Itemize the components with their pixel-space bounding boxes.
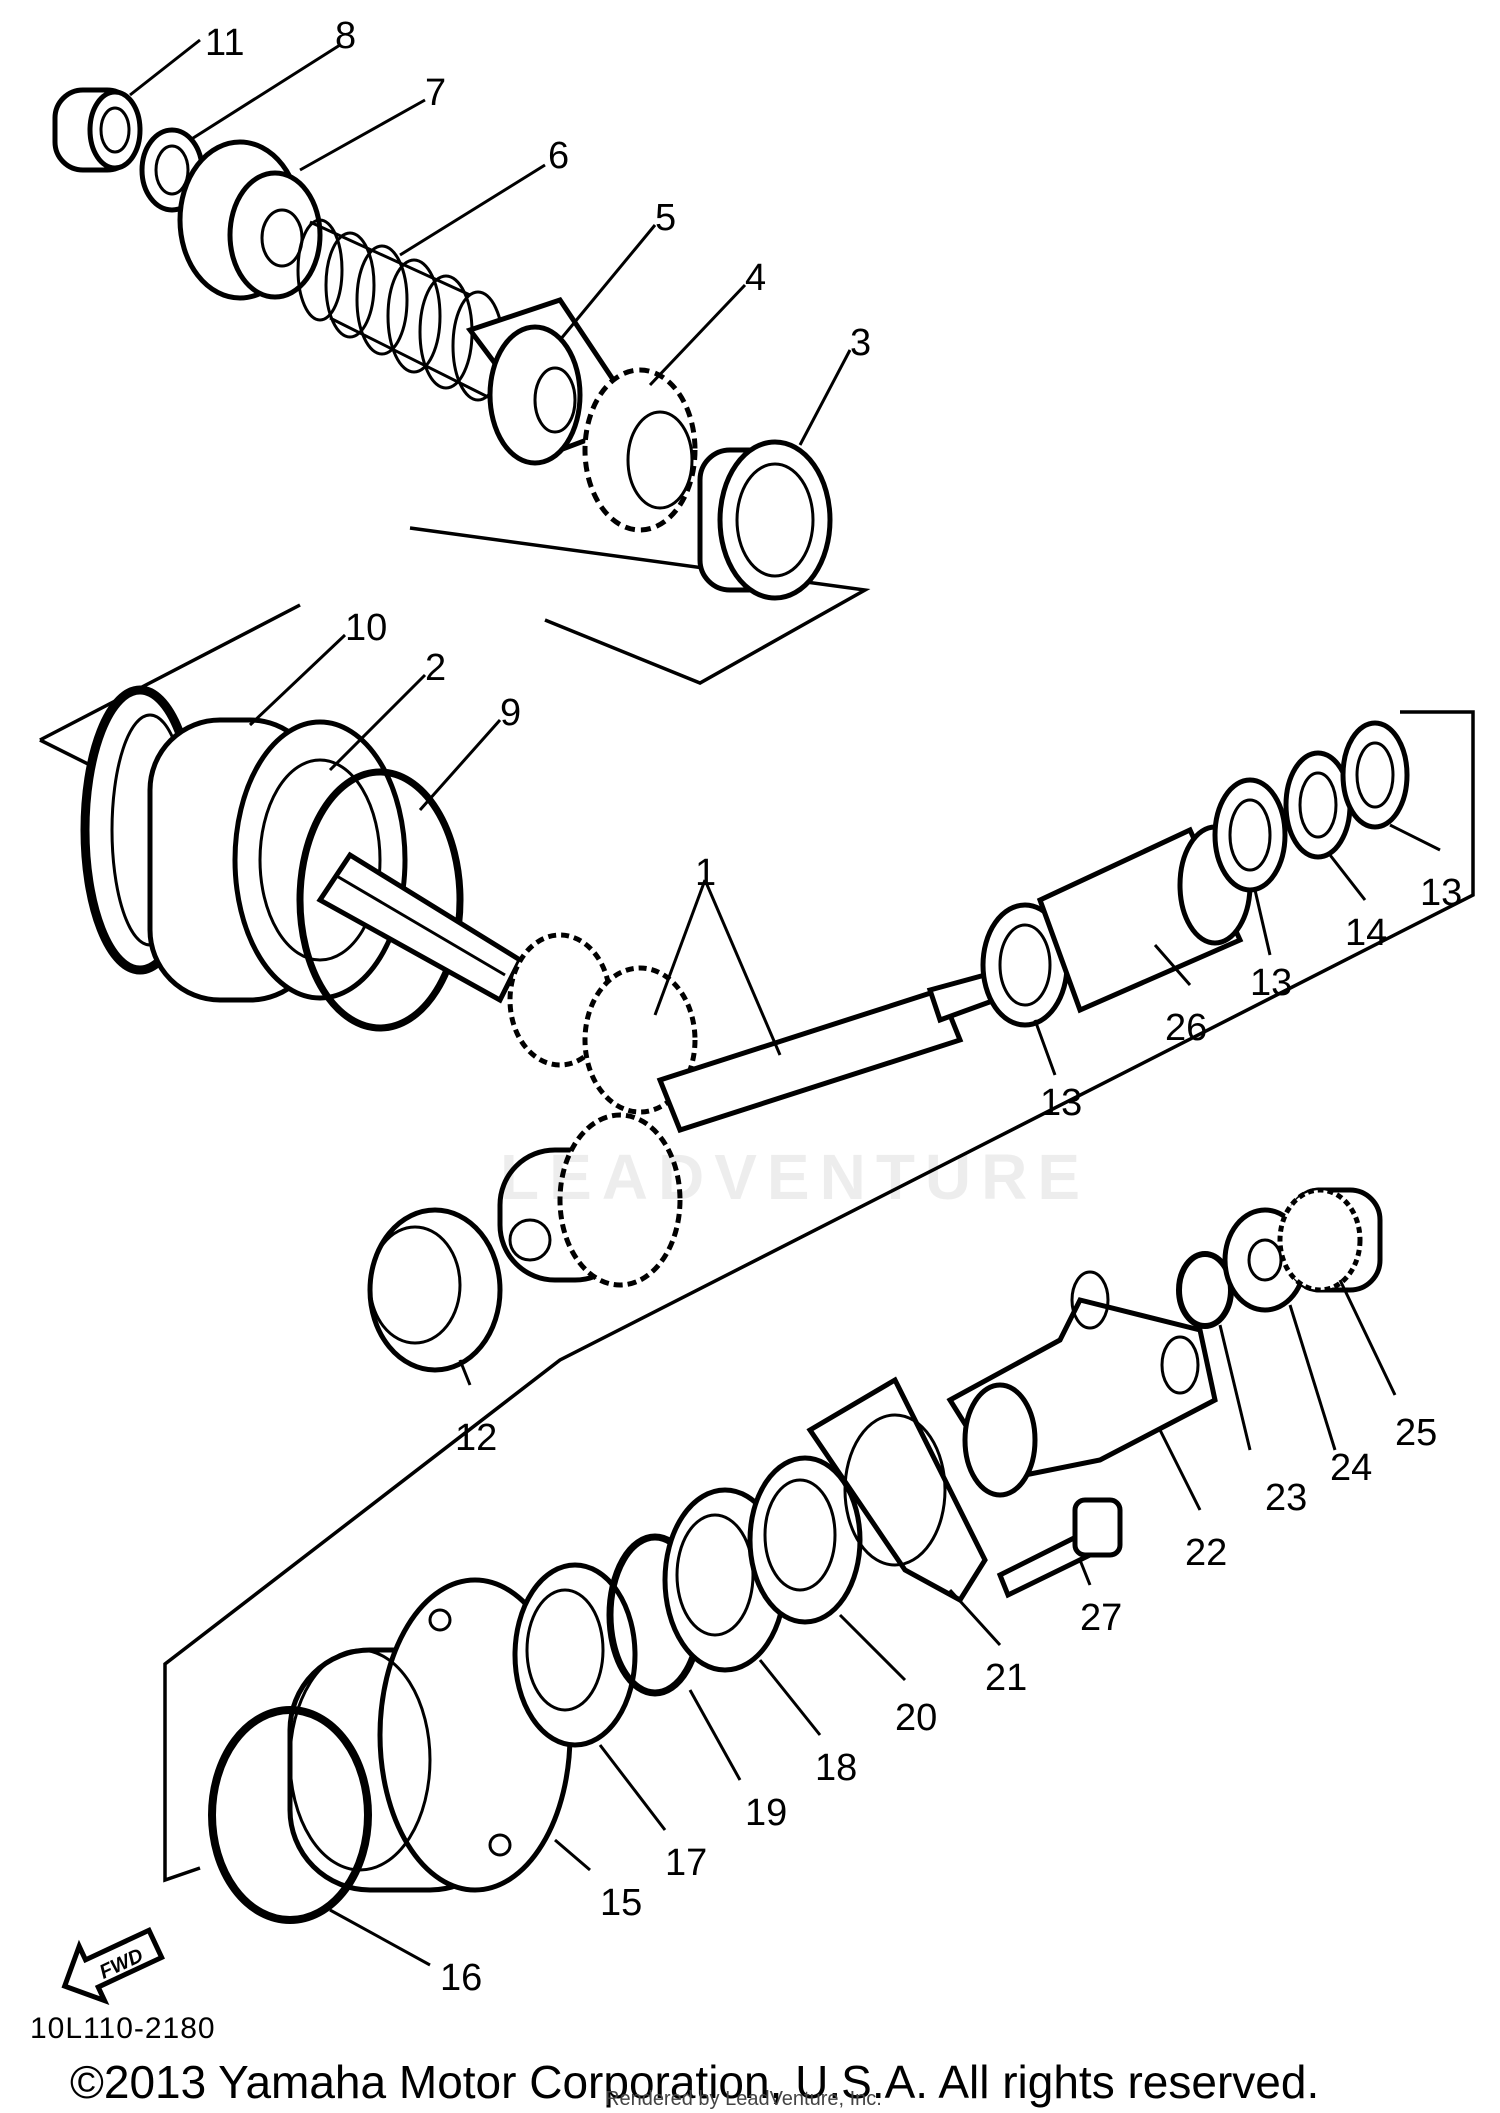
diagram-code: 10L110-2180	[30, 2012, 216, 2045]
callout-labels: 11 8 7 6 5 4 3 10 2 9 1 13 13 14 13 26 1…	[205, 15, 1462, 1999]
callout-16: 16	[440, 1957, 482, 1999]
callout-13-b: 13	[1250, 962, 1292, 1004]
part-3-nut	[697, 439, 833, 601]
render-credit: Rendered by LeadVenture, Inc.	[605, 2088, 882, 2110]
callout-19: 19	[745, 1792, 787, 1834]
callout-21: 21	[985, 1657, 1027, 1699]
lower-frame	[163, 710, 1475, 1883]
callout-14: 14	[1345, 912, 1387, 954]
part-20-oil-seal	[747, 1455, 863, 1625]
part-16-o-ring	[208, 1706, 372, 1924]
callout-18: 18	[815, 1747, 857, 1789]
frame-left-diag	[39, 603, 301, 742]
part-5-cam	[487, 324, 583, 466]
copyright-notice: ©2013 Yamaha Motor Corporation, U.S.A. A…	[70, 2056, 1320, 2108]
callout-24: 24	[1330, 1447, 1372, 1489]
part-11-bearing	[52, 87, 143, 173]
part-17-bearing	[512, 1562, 638, 1748]
callout-22: 22	[1185, 1532, 1227, 1574]
callout-2: 2	[425, 647, 446, 689]
callout-15: 15	[600, 1882, 642, 1924]
callout-25: 25	[1395, 1412, 1437, 1454]
leader-lines	[129, 38, 1441, 1967]
middle-assembly	[80, 685, 1410, 1373]
part-25-nut	[1277, 1187, 1383, 1293]
callout-3: 3	[850, 322, 871, 364]
callout-1: 1	[695, 852, 716, 894]
part-12-bearing	[367, 1207, 503, 1373]
callout-11: 11	[205, 22, 244, 64]
callout-26: 26	[1165, 1007, 1207, 1049]
part-2-housing	[147, 717, 408, 1003]
part-4-gear	[582, 367, 698, 533]
callout-27: 27	[1080, 1597, 1122, 1639]
callout-17: 17	[665, 1842, 707, 1884]
upper-assembly	[52, 87, 833, 601]
part-1-gear-set	[316, 851, 999, 1288]
upper-frame	[409, 526, 871, 685]
part-6-spring	[296, 218, 505, 402]
callout-5: 5	[655, 197, 676, 239]
part-7-damper-cam	[177, 139, 323, 301]
forward-arrow: FWD	[61, 1926, 165, 2006]
callout-9: 9	[500, 692, 521, 734]
callout-7: 7	[425, 72, 446, 114]
part-13-shim-b	[1212, 777, 1288, 893]
part-27-bolt	[996, 1497, 1123, 1599]
callout-8: 8	[335, 15, 356, 57]
part-14-shim	[1283, 750, 1353, 860]
callout-4: 4	[745, 257, 766, 299]
part-9-o-ring	[296, 768, 464, 1032]
callout-12: 12	[455, 1417, 497, 1459]
lower-assembly	[208, 1187, 1383, 1924]
callout-13-c: 13	[1420, 872, 1462, 914]
callout-10: 10	[345, 607, 387, 649]
callout-20: 20	[895, 1697, 937, 1739]
callout-13-a: 13	[1040, 1082, 1082, 1124]
callout-23: 23	[1265, 1477, 1307, 1519]
part-13-shim-c	[1340, 720, 1410, 830]
callout-6: 6	[548, 135, 569, 177]
brand-watermark: LEADVENTURE	[500, 1141, 1091, 1213]
part-22-yoke	[946, 1270, 1218, 1498]
assembly-frames	[39, 526, 1475, 1883]
part-21-gasket	[806, 1376, 988, 1604]
